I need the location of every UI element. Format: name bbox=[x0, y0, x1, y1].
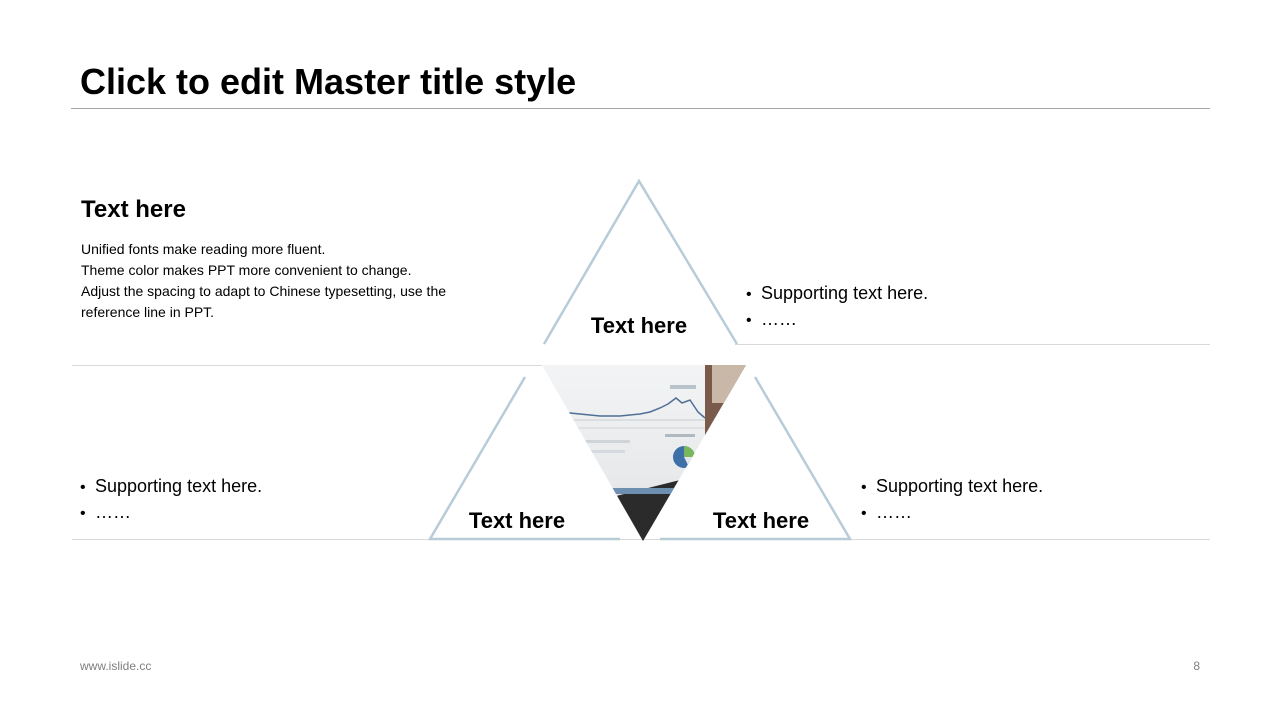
list-item: •…… bbox=[746, 309, 797, 329]
intro-body[interactable]: Unified fonts make reading more fluent. … bbox=[81, 239, 446, 323]
right-triangle-label[interactable]: Text here bbox=[712, 508, 810, 533]
page-number: 8 bbox=[1193, 659, 1200, 673]
left-triangle-outline bbox=[427, 376, 620, 541]
bullets-top-right[interactable]: •Supporting text here. •…… bbox=[746, 281, 928, 333]
intro-heading[interactable]: Text here bbox=[81, 196, 186, 223]
divider-top-right bbox=[735, 344, 1210, 345]
list-item: •…… bbox=[861, 502, 912, 522]
divider-middle-left bbox=[72, 365, 542, 366]
bullets-bottom-left[interactable]: •Supporting text here. •…… bbox=[80, 474, 262, 526]
intro-line: reference line in PPT. bbox=[81, 304, 215, 320]
list-item: •Supporting text here. bbox=[80, 476, 263, 496]
intro-line: Theme color makes PPT more convenient to… bbox=[81, 262, 412, 278]
intro-line: Adjust the spacing to adapt to Chinese t… bbox=[81, 283, 447, 299]
intro-line: Unified fonts make reading more fluent. bbox=[81, 241, 326, 257]
list-item: •…… bbox=[80, 502, 131, 522]
list-item: •Supporting text here. bbox=[861, 476, 1044, 496]
divider-bottom bbox=[72, 539, 1210, 540]
top-triangle-outline bbox=[542, 178, 739, 345]
slide-title[interactable]: Click to edit Master title style bbox=[80, 61, 577, 102]
list-item: •Supporting text here. bbox=[746, 283, 929, 303]
top-triangle-label[interactable]: Text here bbox=[590, 313, 688, 338]
bullets-bottom-right[interactable]: •Supporting text here. •…… bbox=[861, 474, 1043, 526]
left-triangle-label[interactable]: Text here bbox=[468, 508, 566, 533]
footer-url: www.islide.cc bbox=[80, 659, 152, 673]
title-underline bbox=[71, 108, 1210, 109]
right-triangle-outline bbox=[660, 376, 853, 541]
